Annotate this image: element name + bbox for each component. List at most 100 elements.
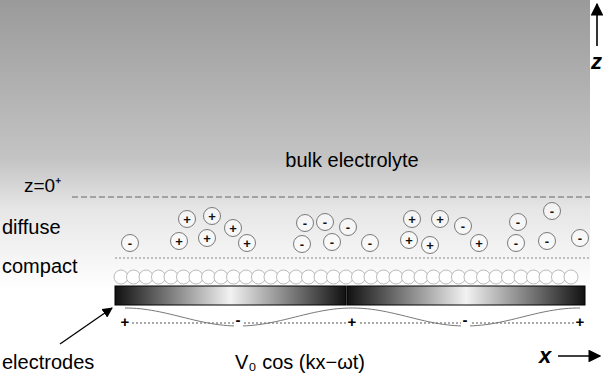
solvent-molecule xyxy=(302,270,316,284)
callout-label: electrodes xyxy=(2,351,94,373)
solvent-molecule xyxy=(464,270,478,284)
solvent-molecule xyxy=(452,270,466,284)
solvent-molecule xyxy=(289,270,303,284)
ion-charge: - xyxy=(330,236,334,249)
ion-charge: + xyxy=(208,210,216,223)
polarity-sign: - xyxy=(234,312,243,329)
ion-charge: - xyxy=(368,237,372,250)
ion: + xyxy=(198,229,216,247)
label-text: electrodes xyxy=(2,351,94,373)
axis-label: x xyxy=(539,344,551,368)
label-text: bulk electrolyte xyxy=(285,149,418,171)
ion-charge: + xyxy=(243,237,251,250)
solvent-molecule xyxy=(477,270,491,284)
outer-boundary xyxy=(72,197,590,198)
ion-charge: - xyxy=(578,232,582,245)
compact-boundary xyxy=(115,258,590,259)
ion: - xyxy=(296,214,314,232)
ion-charge: + xyxy=(426,239,434,252)
solvent-molecule xyxy=(127,270,141,284)
solvent-molecule xyxy=(227,270,241,284)
ion-charge: - xyxy=(545,235,549,248)
ion: - xyxy=(538,232,556,250)
label-text: z xyxy=(591,49,602,74)
boundary-label: z=0⁺ xyxy=(24,176,61,197)
label-text: + xyxy=(121,313,130,330)
solvent-molecule xyxy=(114,270,128,284)
solvent-molecule xyxy=(214,270,228,284)
layer-label: diffuse xyxy=(2,216,61,238)
solvent-molecule xyxy=(364,270,378,284)
ion-charge: + xyxy=(183,213,191,226)
ion: + xyxy=(400,231,418,249)
ion-charge: - xyxy=(300,238,304,251)
ion-charge: - xyxy=(128,237,132,250)
solvent-molecule xyxy=(389,270,403,284)
electrode xyxy=(347,286,585,305)
solvent-molecule xyxy=(564,270,578,284)
ion-charge: + xyxy=(175,235,183,248)
solvent-molecule xyxy=(402,270,416,284)
polarity-sign: - xyxy=(461,312,470,329)
solvent-molecule xyxy=(489,270,503,284)
solvent-molecule xyxy=(502,270,516,284)
label-text: z=0⁺ xyxy=(24,175,61,196)
ion: + xyxy=(170,232,188,250)
label-text: x xyxy=(539,343,551,368)
ion-charge: + xyxy=(229,222,237,235)
label-text: compact xyxy=(2,255,78,277)
ion: - xyxy=(121,234,139,252)
solvent-molecule xyxy=(277,270,291,284)
ion: + xyxy=(238,234,256,252)
ion-charge: - xyxy=(303,217,307,230)
solvent-molecule xyxy=(414,270,428,284)
label-text: - xyxy=(236,311,241,328)
electrolyte-ground xyxy=(0,0,590,290)
ion: - xyxy=(454,217,472,235)
ion-charge: - xyxy=(323,216,327,229)
ion-charge: - xyxy=(514,237,518,250)
ion-charge: - xyxy=(346,221,350,234)
ion-charge: + xyxy=(405,234,413,247)
ion-charge: + xyxy=(436,213,444,226)
label-text: V₀ cos (kx−ωt) xyxy=(235,351,365,373)
axis-arrow xyxy=(558,355,600,357)
solvent-molecule xyxy=(552,270,566,284)
label-text: + xyxy=(348,313,357,330)
ion: - xyxy=(507,234,525,252)
solvent-molecule xyxy=(177,270,191,284)
leader-arrow xyxy=(60,308,112,344)
solvent-molecule xyxy=(152,270,166,284)
label-text: + xyxy=(576,313,585,330)
solvent-molecule xyxy=(314,270,328,284)
axis-arrow xyxy=(596,4,598,46)
solvent-molecule xyxy=(352,270,366,284)
ion: - xyxy=(293,235,311,253)
solvent-molecule xyxy=(527,270,541,284)
polarity-sign: + xyxy=(574,314,587,331)
region-label: bulk electrolyte xyxy=(285,149,418,171)
ion: - xyxy=(323,233,341,251)
ion: - xyxy=(361,234,379,252)
solvent-molecule xyxy=(139,270,153,284)
label-text: diffuse xyxy=(2,216,61,238)
solvent-molecule xyxy=(427,270,441,284)
ion: + xyxy=(203,207,221,225)
label-text: - xyxy=(463,311,468,328)
solvent-molecule xyxy=(202,270,216,284)
polarity-sign: + xyxy=(346,314,359,331)
solvent-molecule xyxy=(439,270,453,284)
layer-label: compact xyxy=(2,255,78,277)
solvent-molecule xyxy=(189,270,203,284)
solvent-molecule xyxy=(164,270,178,284)
ion: - xyxy=(571,229,589,247)
solvent-molecule xyxy=(264,270,278,284)
solvent-molecule xyxy=(239,270,253,284)
ion: + xyxy=(403,210,421,228)
ion: + xyxy=(421,236,439,254)
ion-charge: - xyxy=(550,205,554,218)
ion: + xyxy=(224,219,242,237)
ion-charge: - xyxy=(516,216,520,229)
solvent-molecule xyxy=(252,270,266,284)
